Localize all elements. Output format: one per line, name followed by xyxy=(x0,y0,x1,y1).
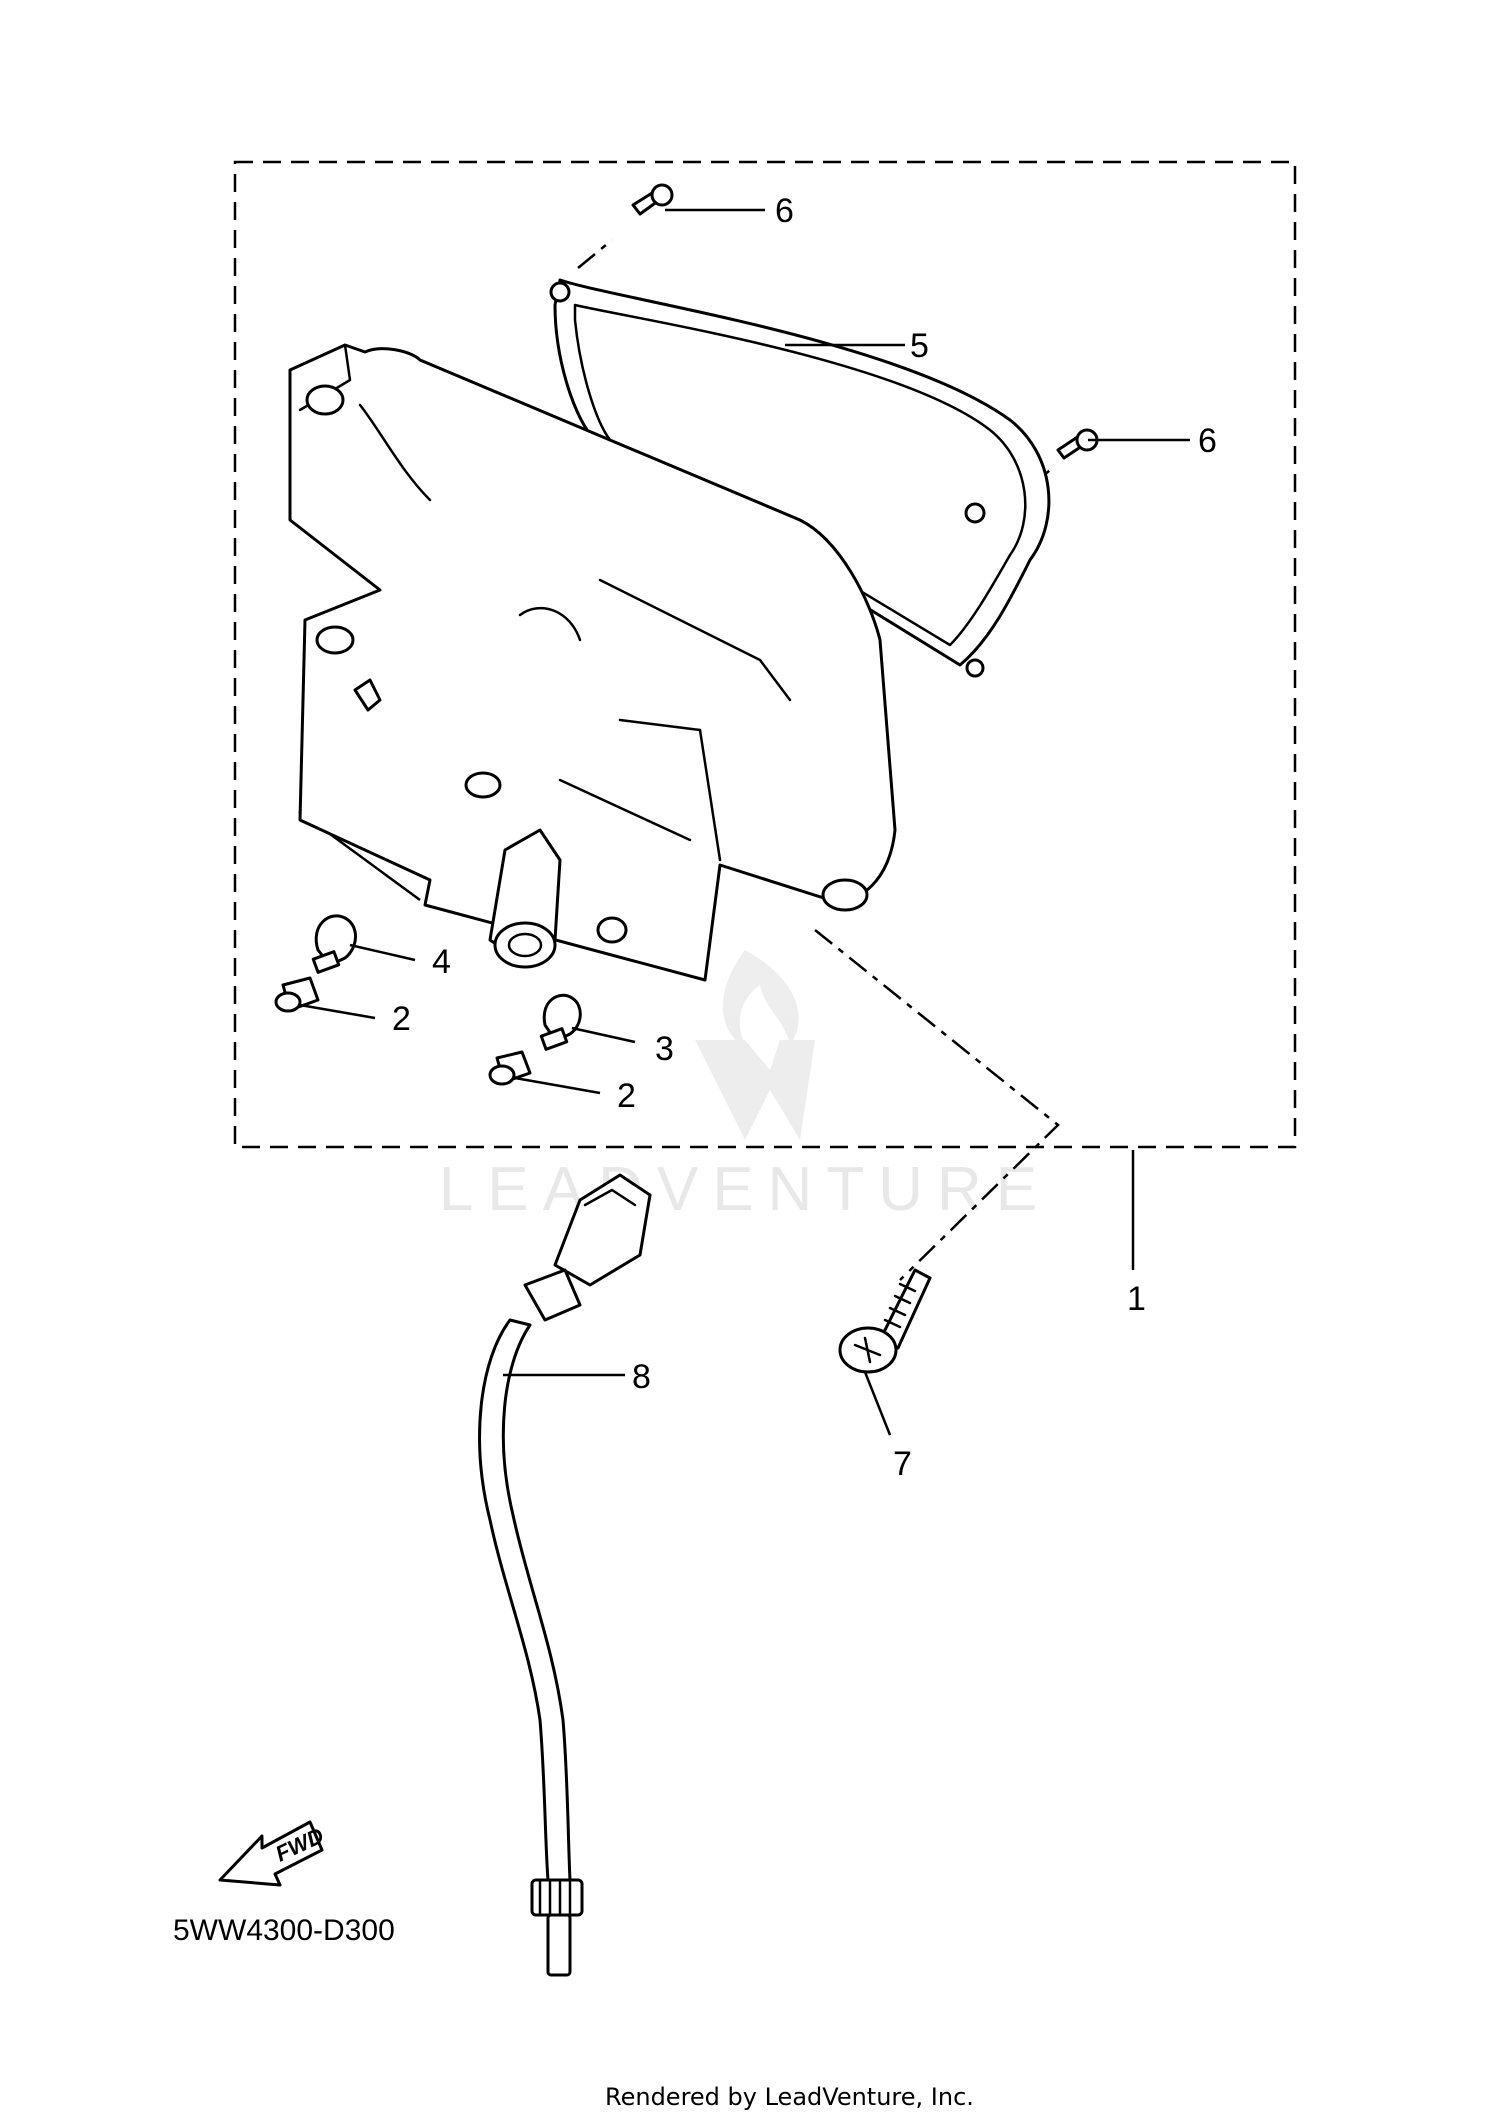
watermark-logo-icon xyxy=(695,950,815,1140)
assembly-boundary xyxy=(233,160,1297,1149)
speedometer-cable xyxy=(478,1173,652,1977)
meter-housing xyxy=(288,343,897,982)
screw-bottom xyxy=(838,1268,932,1374)
callout-6-right: 6 xyxy=(1198,422,1217,460)
callout-6-top: 6 xyxy=(775,192,794,230)
footer-credit: Rendered by LeadVenture, Inc. xyxy=(605,2083,974,2111)
callout-4: 4 xyxy=(432,943,451,981)
bulb-right xyxy=(539,993,582,1051)
forward-arrow-icon: FWD xyxy=(218,1820,328,1887)
callout-2-right: 2 xyxy=(617,1077,636,1115)
diagram-code: 5WW4300-D300 xyxy=(173,1914,395,1947)
callout-7: 7 xyxy=(893,1445,912,1483)
callout-labels: 6 5 6 4 2 3 2 1 7 8 xyxy=(392,192,1217,1483)
callout-5: 5 xyxy=(910,327,929,365)
callout-3: 3 xyxy=(655,1030,674,1068)
callout-1: 1 xyxy=(1127,1280,1146,1318)
bulb-left xyxy=(311,914,357,974)
watermark-text: LEADVENTURE xyxy=(439,1155,1051,1224)
socket-left xyxy=(274,976,320,1013)
screw-right xyxy=(1056,428,1099,460)
leader-lines xyxy=(299,208,1190,1436)
callout-2-left: 2 xyxy=(392,1000,411,1038)
watermark: LEADVENTURE xyxy=(439,950,1051,1224)
socket-right xyxy=(488,1050,532,1086)
callout-8: 8 xyxy=(632,1358,651,1396)
screw-top xyxy=(631,183,674,216)
